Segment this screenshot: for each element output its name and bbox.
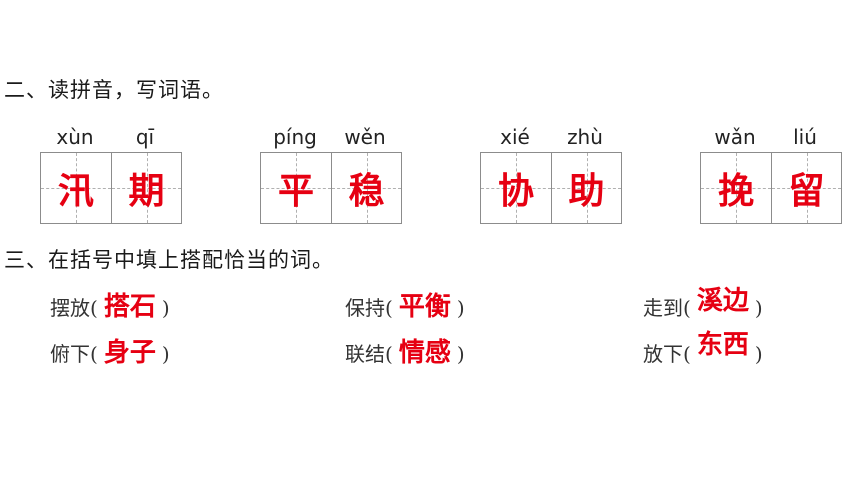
- item-prompt: 联结: [345, 342, 385, 366]
- tianzige-grid: 挽 留: [700, 152, 842, 224]
- open-paren: (: [683, 342, 691, 366]
- tianzige-box: 稳: [331, 153, 401, 223]
- fill-item-1: 摆放(搭石): [50, 286, 170, 323]
- pinyin-syllable: qī: [135, 125, 155, 149]
- answer-character: 平: [277, 171, 314, 212]
- close-paren: ): [456, 342, 465, 366]
- close-paren: ): [754, 296, 763, 320]
- item-prompt: 走到: [643, 296, 683, 320]
- fill-item-5: 联结(情感): [345, 332, 465, 369]
- pinyin-group-2: píng wěn 平 稳: [260, 122, 402, 224]
- open-paren: (: [385, 296, 393, 320]
- answer-character: 稳: [348, 171, 385, 212]
- close-paren: ): [161, 296, 170, 320]
- tianzige-box: 汛: [41, 153, 111, 223]
- answer-character: 留: [788, 171, 825, 212]
- pinyin-group-3: xié zhù 协 助: [480, 122, 622, 224]
- pinyin-group-1: xùn qī 汛 期: [40, 122, 182, 224]
- answer-character: 挽: [717, 171, 754, 212]
- tianzige-grid: 平 稳: [260, 152, 402, 224]
- section-3-heading: 三、在括号中填上搭配恰当的词。: [4, 248, 334, 272]
- tianzige-box: 挽: [701, 153, 771, 223]
- tianzige-box: 协: [481, 153, 551, 223]
- item-answer: 东西: [696, 330, 749, 360]
- pinyin-syllable: píng: [273, 125, 317, 149]
- tianzige-box: 期: [111, 153, 181, 223]
- item-answer: 溪边: [696, 286, 749, 316]
- item-prompt: 放下: [643, 342, 683, 366]
- answer-character: 汛: [57, 171, 94, 212]
- close-paren: ): [161, 342, 170, 366]
- item-prompt: 保持: [345, 296, 385, 320]
- answer-character: 助: [568, 171, 605, 212]
- item-answer: 身子: [103, 338, 156, 368]
- item-answer: 情感: [398, 338, 451, 368]
- pinyin-syllable: xié: [500, 125, 530, 149]
- close-paren: ): [754, 342, 763, 366]
- answer-character: 期: [128, 171, 165, 212]
- item-answer: 搭石: [103, 292, 156, 322]
- pinyin-syllable: zhù: [567, 125, 603, 149]
- section-2-heading: 二、读拼音，写词语。: [4, 78, 224, 102]
- pinyin-syllable: wěn: [344, 125, 386, 149]
- pinyin-syllable: wǎn: [714, 125, 756, 149]
- open-paren: (: [683, 296, 691, 320]
- pinyin-syllable: liú: [793, 125, 817, 149]
- tianzige-grid: 协 助: [480, 152, 622, 224]
- pinyin-syllable: xùn: [56, 125, 94, 149]
- open-paren: (: [90, 296, 98, 320]
- open-paren: (: [90, 342, 98, 366]
- fill-item-3: 走到(溪边): [643, 286, 763, 323]
- pinyin-group-4: wǎn liú 挽 留: [700, 122, 842, 224]
- open-paren: (: [385, 342, 393, 366]
- item-prompt: 俯下: [50, 342, 90, 366]
- fill-item-6: 放下(东西): [643, 330, 763, 369]
- tianzige-box: 平: [261, 153, 331, 223]
- item-prompt: 摆放: [50, 296, 90, 320]
- tianzige-box: 留: [771, 153, 841, 223]
- answer-character: 协: [497, 171, 534, 212]
- fill-item-4: 俯下(身子): [50, 332, 170, 369]
- tianzige-grid: 汛 期: [40, 152, 182, 224]
- tianzige-box: 助: [551, 153, 621, 223]
- fill-item-2: 保持(平衡): [345, 286, 465, 323]
- close-paren: ): [456, 296, 465, 320]
- item-answer: 平衡: [398, 292, 451, 322]
